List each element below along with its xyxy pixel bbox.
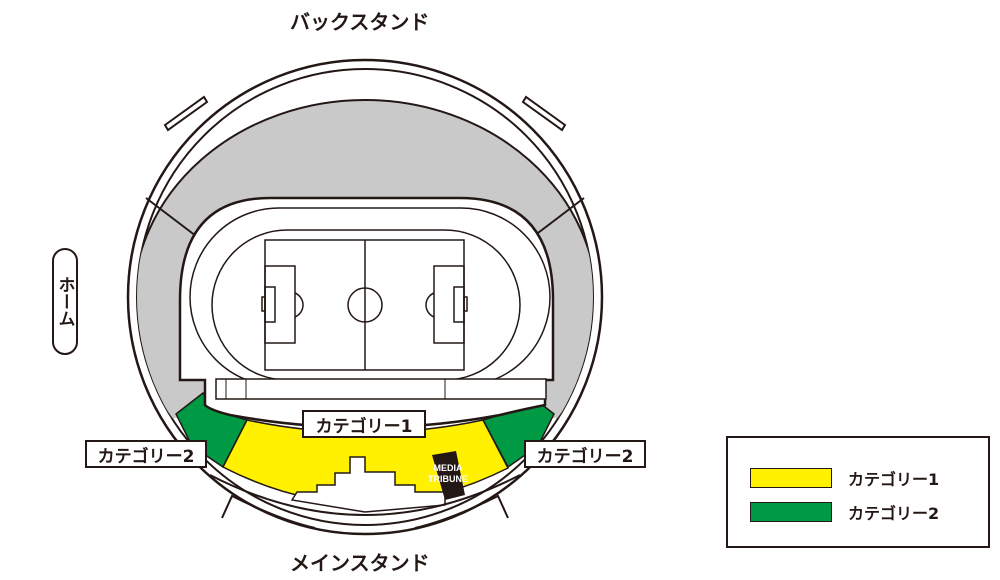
block-divider: [145, 197, 197, 237]
category1-label: カテゴリー1: [302, 410, 426, 438]
media-label-1: MEDIA: [434, 463, 464, 473]
category2-right-label: カテゴリー2: [524, 440, 646, 468]
media-tribune[interactable]: [432, 451, 465, 500]
legend-label-category1: カテゴリー1: [848, 470, 940, 489]
gate-markers: [163, 95, 567, 529]
home-label: ホーム: [54, 276, 75, 327]
category2-left-label: カテゴリー2: [85, 440, 207, 468]
main-stand-label: メインスタンド: [290, 551, 430, 575]
soccer-pitch: [261, 239, 468, 371]
block-divider: [533, 197, 585, 237]
media-label-2: TRIBUNE: [428, 474, 468, 484]
legend-swatch-category1: [750, 468, 832, 488]
legend-label-category2: カテゴリー2: [848, 504, 940, 523]
main-stand-edge: [209, 474, 521, 516]
straight-track: [215, 378, 547, 400]
back-stand-label: バックスタンド: [290, 10, 430, 34]
legend: カテゴリー1 カテゴリー2: [726, 436, 990, 548]
home-label-pill: ホーム: [52, 248, 78, 355]
legend-swatch-category2: [750, 502, 832, 522]
